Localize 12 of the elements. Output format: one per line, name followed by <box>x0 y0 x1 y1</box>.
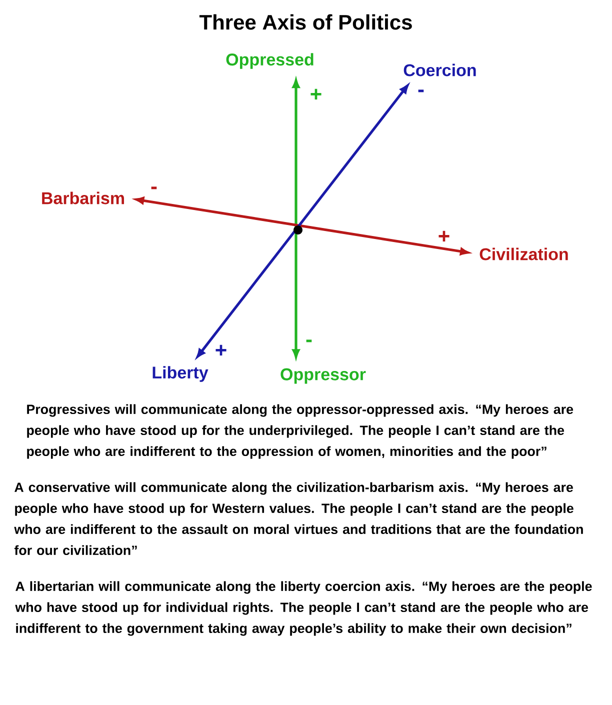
paragraph: A libertarian will communicate along the liberty coercion axis. “My heroes are the people who have stood up for individual rights. The people I can’t stand are the people who are indifferent to the government taking away people’s ability to make their own decision” <box>15 581 592 636</box>
paragraph: A conservative will communicate along the civilization-barbarism axis. “My heroes are people who have stood up for Western values. The people I can’t stand are the people who are indifferent to the assault on moral virtues and traditions that are the foundation for our civilization” <box>14 482 583 556</box>
axis-label: Oppressor <box>280 368 366 384</box>
paragraph: Progressives will communicate along the oppressor-oppressed axis. “My heroes are people who have stood up for the underprivileged. The people I can’t stand are the people who are indifferent to the oppression of women, minorities and the poor” <box>27 404 574 459</box>
axis-sign: - <box>151 186 157 190</box>
axis-label: Civilization <box>480 248 568 260</box>
axis-label: Coercion <box>404 64 476 76</box>
title: Three Axis of Politics <box>199 14 412 30</box>
axis-label: Oppressed <box>226 53 314 69</box>
axis-sign: - <box>418 90 424 92</box>
axis-label: Liberty <box>152 366 208 382</box>
axis-label: Barbarism <box>42 192 124 204</box>
